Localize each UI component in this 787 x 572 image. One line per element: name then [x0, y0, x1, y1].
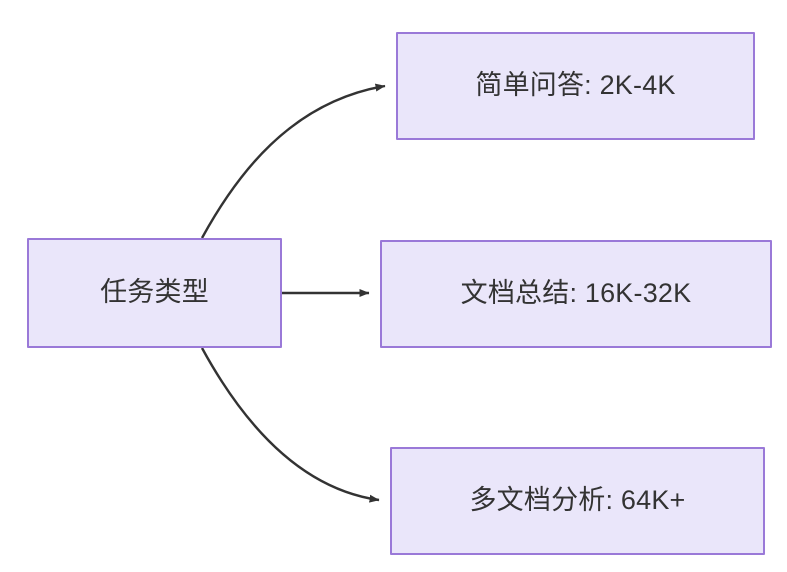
- edge-root-to-multi-doc: [200, 347, 380, 503]
- node-multi-doc[interactable]: 多文档分析: 64K+: [390, 447, 765, 555]
- edge-root-to-simple-qa: [200, 83, 386, 239]
- node-task-type-label: 任务类型: [100, 277, 209, 308]
- node-multi-doc-label: 多文档分析: 64K+: [469, 485, 686, 516]
- node-doc-summary[interactable]: 文档总结: 16K-32K: [380, 240, 772, 348]
- node-simple-qa-label: 简单问答: 2K-4K: [475, 70, 676, 101]
- node-simple-qa[interactable]: 简单问答: 2K-4K: [396, 32, 755, 140]
- node-task-type[interactable]: 任务类型: [27, 238, 282, 348]
- node-doc-summary-label: 文档总结: 16K-32K: [460, 278, 692, 309]
